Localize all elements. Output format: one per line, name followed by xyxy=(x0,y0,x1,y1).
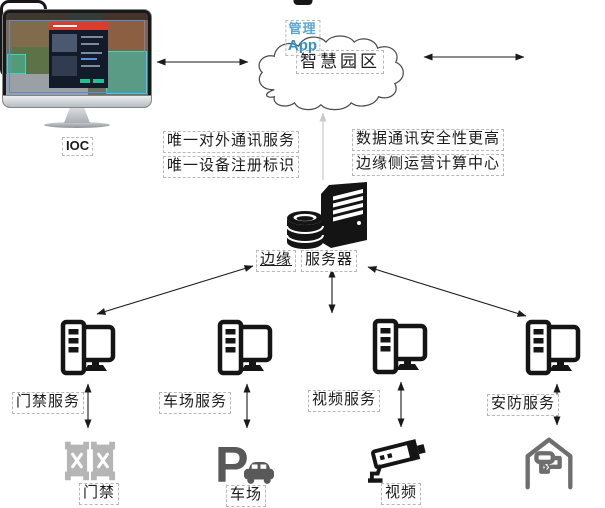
phone-notch xyxy=(293,0,312,5)
cloud-label[interactable]: 智慧园区 xyxy=(296,50,384,75)
note-data-security[interactable]: 数据通讯安全性更高 xyxy=(352,129,505,151)
panel-text-line xyxy=(81,43,100,45)
desktop-monitor-icon xyxy=(2,9,152,128)
monitor-body xyxy=(2,9,152,108)
workstation-icon-video[interactable] xyxy=(370,317,430,377)
edge-server-label: 边缘 服务器 xyxy=(256,250,358,272)
workstation-icon-access[interactable] xyxy=(58,318,118,378)
panel-thumbnail-1 xyxy=(52,33,78,53)
note-unique-device-id[interactable]: 唯一设备注册标识 xyxy=(163,156,300,178)
app-label[interactable]: 管理 App xyxy=(284,20,321,57)
panel-header-text xyxy=(53,25,78,28)
ioc-label[interactable]: IOC xyxy=(62,137,94,156)
screen-map-patch-green xyxy=(11,47,55,74)
device-label-parking[interactable]: 车场 xyxy=(226,485,267,507)
edge-server-label-part2[interactable]: 服务器 xyxy=(301,250,358,272)
service-label-parking[interactable]: 车场服务 xyxy=(159,392,232,414)
service-label-access[interactable]: 门禁服务 xyxy=(12,392,85,414)
parking-letter: P xyxy=(215,437,249,489)
app-label-line2: App xyxy=(287,36,318,54)
screen-highlight-zone-left xyxy=(7,54,27,75)
panel-text-line xyxy=(81,51,102,54)
service-label-video[interactable]: 视频服务 xyxy=(308,390,381,412)
panel-thumbnail-2 xyxy=(52,56,78,76)
house-camera-icon[interactable] xyxy=(518,432,580,490)
device-label-video[interactable]: 视频 xyxy=(381,483,422,505)
device-label-access[interactable]: 门禁 xyxy=(79,483,120,505)
screen-popup-panel xyxy=(48,22,109,88)
panel-button-green xyxy=(79,79,91,84)
panel-button-green xyxy=(93,79,105,84)
screen-map-patch-brick xyxy=(102,13,148,53)
edge-server-label-part1[interactable]: 边缘 xyxy=(256,250,297,272)
workstation-icon-parking[interactable] xyxy=(215,318,275,378)
workstation-icon-security[interactable] xyxy=(523,318,583,378)
panel-header xyxy=(48,22,109,31)
screen-top-strip xyxy=(6,13,148,20)
ioc-dashboard-screen xyxy=(6,13,148,95)
panel-text-line xyxy=(81,58,97,61)
note-unique-comm[interactable]: 唯一对外通讯服务 xyxy=(163,131,300,153)
server-database-icon[interactable] xyxy=(283,180,373,254)
panel-text-line xyxy=(81,64,101,67)
monitor-chin xyxy=(3,95,151,107)
gate-icon[interactable] xyxy=(64,438,116,484)
service-label-security[interactable]: 安防服务 xyxy=(487,394,560,416)
panel-text-line xyxy=(81,36,103,39)
parking-icon[interactable]: P xyxy=(214,437,274,489)
app-label-line1: 管理 xyxy=(288,21,317,36)
note-edge-computing[interactable]: 边缘侧运营计算中心 xyxy=(352,154,505,176)
screen-map-frame xyxy=(8,20,146,93)
monitor-stand xyxy=(64,108,90,123)
monitor-base xyxy=(44,122,110,128)
cloud-icon[interactable] xyxy=(250,32,412,120)
cctv-camera-icon[interactable] xyxy=(368,432,430,486)
